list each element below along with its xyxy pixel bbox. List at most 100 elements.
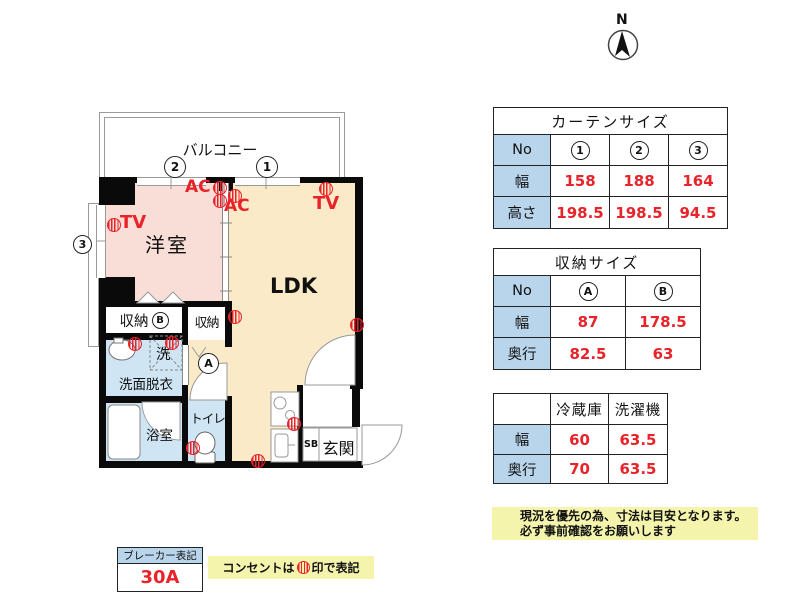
fridge-width: 60 bbox=[550, 424, 609, 455]
curtain-height-3: 94.5 bbox=[668, 196, 728, 229]
outlet-note-suffix: 印で表記 bbox=[311, 561, 360, 575]
curtain-col-3: 3 bbox=[668, 134, 728, 166]
curtain-row-width-label: 幅 bbox=[493, 165, 551, 197]
balcony-label: バルコニー bbox=[182, 141, 258, 159]
wall-western-bottom bbox=[99, 301, 228, 307]
wall-entrance-right bbox=[352, 389, 360, 427]
washroom-sliding-door bbox=[182, 345, 189, 385]
curtain-width-1: 158 bbox=[550, 165, 610, 197]
curtain-col-no: No bbox=[493, 134, 551, 166]
window-marker-1: 1 bbox=[256, 156, 278, 178]
fridge-depth: 70 bbox=[550, 454, 609, 484]
circled-b: B bbox=[653, 281, 673, 301]
curtain-col-2: 2 bbox=[609, 134, 669, 166]
storage-marker-a: A bbox=[198, 353, 219, 374]
ac-label-left: AC bbox=[185, 177, 211, 197]
disclaimer-note: 現況を優先の為、寸法は目安となります。 必ず事前確認をお願いします bbox=[492, 507, 758, 540]
outlet-icon bbox=[165, 336, 179, 350]
breaker-title: ブレーカー表記 bbox=[117, 547, 203, 564]
storage-width-a: 87 bbox=[550, 306, 626, 338]
storage-marker-b: B bbox=[151, 312, 169, 329]
appliance-col-washer: 洗濯機 bbox=[608, 393, 668, 425]
outlet-icon bbox=[319, 182, 333, 196]
storage-size-table: 収納サイズ No A B 幅 87 178.5 奥行 82.5 63 bbox=[492, 248, 702, 370]
outlet-icon bbox=[228, 310, 242, 324]
outlet-icon bbox=[107, 218, 121, 232]
tv-label-left: TV bbox=[120, 212, 147, 233]
room-western-label: 洋室 bbox=[145, 233, 189, 257]
washroom-label: 洗面脱衣 bbox=[119, 377, 173, 393]
window-3 bbox=[96, 205, 106, 278]
outlet-legend-note: コンセントは 印で表記 bbox=[208, 556, 374, 579]
curtain-col-1: 1 bbox=[550, 134, 610, 166]
circled-3: 3 bbox=[688, 140, 708, 160]
curtain-width-2: 188 bbox=[609, 165, 669, 197]
storage-col-no: No bbox=[493, 275, 551, 307]
wall-storage-divider bbox=[182, 301, 188, 345]
storage2-label: 収納 bbox=[194, 316, 219, 331]
storage-col-b: B bbox=[624, 275, 702, 307]
wall-under-storage-b bbox=[99, 333, 188, 340]
circled-a: A bbox=[578, 281, 598, 301]
curtain-size-table: カーテンサイズ No 1 2 3 幅 158 188 164 高さ 198.5 … bbox=[493, 107, 728, 229]
storage-depth-a: 82.5 bbox=[550, 337, 626, 370]
storage-row-depth-label: 奥行 bbox=[493, 337, 551, 370]
outlet-icon bbox=[350, 318, 364, 332]
storage2-floor bbox=[188, 305, 225, 337]
outlet-icon bbox=[287, 417, 301, 431]
storage-width-b: 178.5 bbox=[624, 306, 702, 338]
storage-col-a: A bbox=[550, 275, 626, 307]
wall-bath-toilet bbox=[182, 385, 188, 468]
entrance-door-arc-icon bbox=[361, 424, 403, 466]
outlet-icon bbox=[213, 181, 227, 195]
bath-label: 浴室 bbox=[146, 428, 173, 444]
circled-2: 2 bbox=[629, 140, 649, 160]
outlet-note-prefix: コンセントは bbox=[222, 561, 295, 575]
shoebox-label: SB bbox=[304, 439, 319, 450]
appliance-size-table: 冷蔵庫 洗濯機 幅 60 63.5 奥行 70 63.5 bbox=[493, 393, 668, 484]
wall-ldk-door-step bbox=[350, 383, 363, 389]
balcony-outline-inner bbox=[104, 117, 340, 179]
washer-depth: 63.5 bbox=[608, 454, 668, 484]
breaker-table: ブレーカー表記 30A bbox=[117, 547, 203, 592]
window-marker-2: 2 bbox=[164, 156, 186, 178]
storage-b-floor bbox=[105, 305, 182, 335]
storage-b-text: 収納 bbox=[119, 314, 149, 330]
circled-1: 1 bbox=[570, 140, 590, 160]
storage-depth-b: 63 bbox=[624, 337, 702, 370]
appliance-row-depth-label: 奥行 bbox=[493, 454, 551, 484]
storage-row-width-label: 幅 bbox=[493, 306, 551, 338]
storage-table-title: 収納サイズ bbox=[492, 248, 702, 276]
curtain-height-1: 198.5 bbox=[550, 196, 610, 229]
wall-washroom-bath bbox=[99, 396, 182, 403]
outlet-icon bbox=[128, 337, 142, 351]
tv-label-right: TV bbox=[313, 193, 340, 214]
toilet-label: トイレ bbox=[190, 411, 226, 426]
room-ldk-label: LDK bbox=[270, 274, 318, 298]
breaker-value: 30A bbox=[117, 563, 203, 592]
curtain-row-height-label: 高さ bbox=[493, 196, 551, 229]
appliance-row-width-label: 幅 bbox=[493, 424, 551, 455]
entrance-label: 玄関 bbox=[322, 439, 355, 458]
window-1 bbox=[235, 177, 300, 186]
compass-circle bbox=[607, 29, 639, 61]
window-marker-3: 3 bbox=[73, 235, 92, 254]
storage-b-label: 収納 B bbox=[106, 310, 182, 331]
appliance-col-fridge: 冷蔵庫 bbox=[550, 393, 609, 425]
wall-right bbox=[355, 177, 363, 383]
wall-toilet-right bbox=[225, 396, 232, 468]
outlet-icon bbox=[186, 441, 200, 455]
outlet-icon bbox=[213, 194, 227, 208]
outlet-icon bbox=[228, 189, 242, 203]
wall-corner-block-tl bbox=[99, 177, 135, 205]
wall-storage2-right bbox=[225, 301, 232, 347]
disclaimer-line-2: 必ず事前確認をお願いします bbox=[520, 524, 677, 538]
compass-north-arrow-icon bbox=[615, 31, 630, 57]
curtain-table-title: カーテンサイズ bbox=[493, 107, 728, 135]
outlet-icon bbox=[296, 561, 310, 574]
washer-width: 63.5 bbox=[608, 424, 668, 455]
wall-left bbox=[99, 278, 106, 468]
disclaimer-line-1: 現況を優先の為、寸法は目安となります。 bbox=[520, 509, 747, 523]
curtain-width-3: 164 bbox=[668, 165, 728, 197]
